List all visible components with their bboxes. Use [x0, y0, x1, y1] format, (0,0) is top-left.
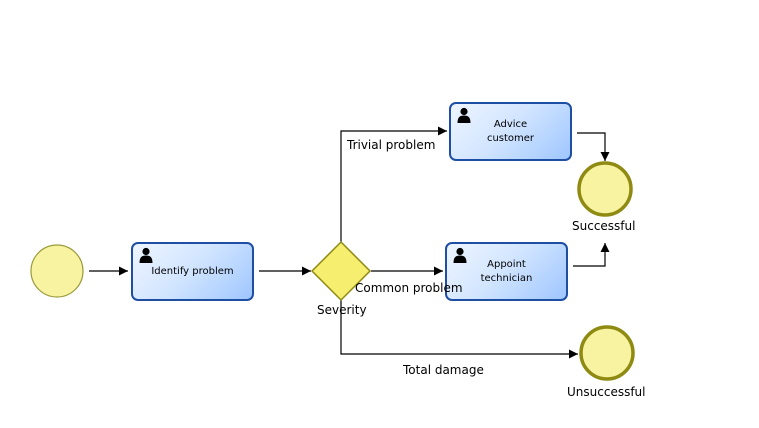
- task-identify-problem-label: Identify problem: [151, 265, 234, 277]
- flow-appoint-to-successful[interactable]: [573, 243, 610, 267]
- end-event-successful-label: Successful: [572, 219, 636, 233]
- flow-label-total: Total damage: [403, 363, 484, 377]
- task-appoint-technician-label: Appoint technician: [480, 258, 533, 284]
- flow-label-trivial: Trivial problem: [347, 138, 436, 152]
- end-event-unsuccessful-label: Unsuccessful: [567, 385, 646, 399]
- gateway-diamond[interactable]: [310, 240, 372, 302]
- flow-advice-to-successful[interactable]: [577, 132, 610, 161]
- flow-total-damage[interactable]: [340, 300, 578, 359]
- gateway-label: Severity: [317, 303, 367, 317]
- start-event[interactable]: [30, 244, 84, 298]
- end-event-successful[interactable]: [577, 161, 633, 217]
- task-advice-customer[interactable]: Advice customer: [449, 102, 572, 161]
- end-event-unsuccessful[interactable]: [579, 325, 635, 381]
- user-icon: [457, 107, 471, 123]
- task-appoint-technician[interactable]: Appoint technician: [445, 242, 568, 301]
- flow-label-common: Common problem: [355, 281, 463, 295]
- task-identify-problem[interactable]: Identify problem: [131, 242, 254, 301]
- flow-trivial-problem[interactable]: [340, 126, 447, 242]
- task-advice-customer-label: Advice customer: [486, 118, 535, 144]
- user-icon: [139, 247, 153, 263]
- user-icon: [453, 247, 467, 263]
